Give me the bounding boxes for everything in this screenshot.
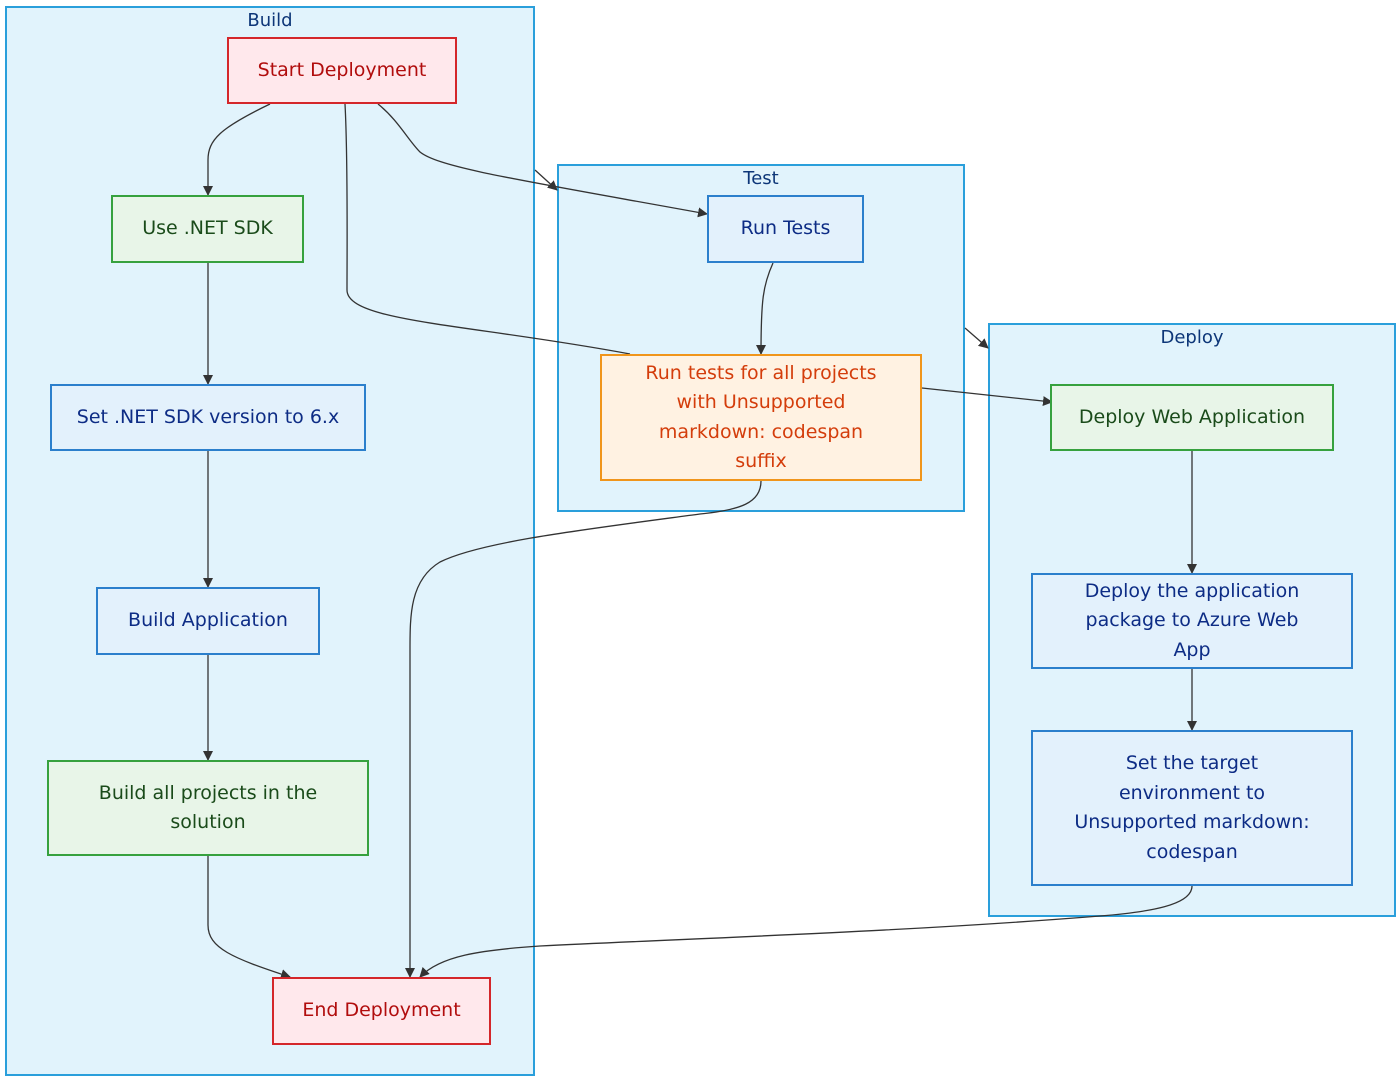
edge-run-all-to-deploy-web — [921, 387, 1053, 407]
edge-run-tests-to-run-all — [756, 262, 774, 355]
start-deployment-node: Start Deployment — [227, 37, 457, 104]
build-application-node: Build Application — [96, 587, 320, 655]
deploy-cluster-label: Deploy — [1160, 327, 1224, 348]
use-dotnet-sdk-label: Use .NET SDK — [142, 217, 273, 240]
set-target-env-node: Set the target environment to Unsupporte… — [1031, 730, 1353, 886]
run-tests-node: Run Tests — [707, 195, 864, 263]
edge-build-all-to-end — [207, 856, 291, 979]
build-all-projects-label: Build all projects in the solution — [98, 781, 318, 834]
edge-start-to-run-all — [344, 103, 631, 355]
start-deployment-label: Start Deployment — [257, 58, 427, 81]
build-all-projects-node: Build all projects in the solution — [47, 760, 369, 856]
edge-set-env-to-end — [419, 885, 1193, 978]
set-sdk-version-node: Set .NET SDK version to 6.x — [50, 384, 366, 451]
edge-test-cluster-to-deploy-cluster — [964, 327, 989, 349]
run-tests-label: Run Tests — [740, 217, 831, 240]
edge-start-to-test-cluster — [534, 169, 558, 191]
deploy-package-node: Deploy the application package to Azure … — [1031, 573, 1353, 669]
run-all-tests-label: Run tests for all projects with Unsuppor… — [645, 361, 877, 473]
deploy-web-app-label: Deploy Web Application — [1078, 405, 1306, 428]
edge-start-to-use-sdk — [203, 103, 271, 196]
build-application-label: Build Application — [128, 609, 288, 632]
edge-run-all-to-end — [405, 480, 762, 978]
end-deployment-node: End Deployment — [272, 977, 491, 1045]
deploy-package-label: Deploy the application package to Azure … — [1084, 579, 1300, 661]
build-cluster-label: Build — [247, 10, 293, 31]
build-cluster: Build — [5, 6, 535, 1076]
end-deployment-label: End Deployment — [302, 999, 461, 1022]
set-target-env-label: Set the target environment to Unsupporte… — [1074, 752, 1310, 863]
deploy-web-app-node: Deploy Web Application — [1050, 384, 1334, 451]
edge-start-to-run-tests — [377, 103, 708, 218]
run-all-tests-node: Run tests for all projects with Unsuppor… — [600, 354, 922, 481]
set-sdk-version-label: Set .NET SDK version to 6.x — [76, 405, 340, 428]
test-cluster-label: Test — [743, 168, 779, 189]
use-dotnet-sdk-node: Use .NET SDK — [111, 195, 304, 263]
